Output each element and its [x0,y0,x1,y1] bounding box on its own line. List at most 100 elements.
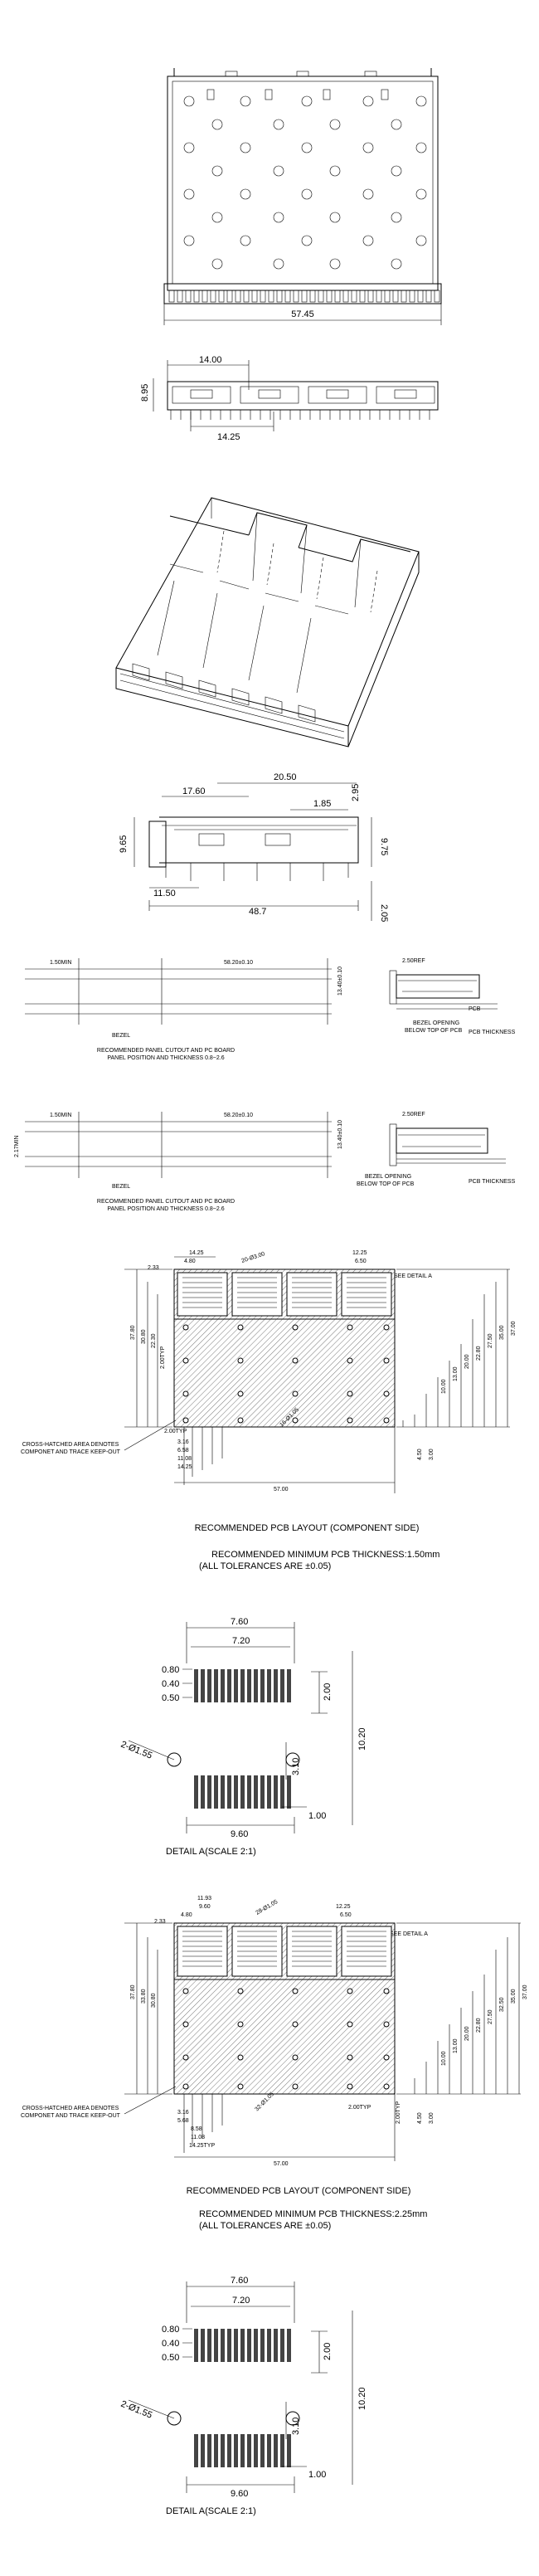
comb-tooth [202,290,208,303]
pcb-hole [292,2054,299,2061]
d2-pads-bottom [194,2434,291,2467]
pcb-hole [237,1324,244,1331]
l1-bot-11-08: 11.08 [177,1456,192,1462]
smt-pad [247,1669,251,1702]
smt-pad [240,1775,245,1809]
l2-bot-3-16: 3.16 [177,2110,189,2116]
dim-20-50: 20.50 [274,772,297,782]
pcb-hole [237,2054,244,2061]
comb-tooth [293,290,299,303]
smt-pad [194,2434,198,2467]
comb-tooth [168,290,175,303]
vent-hole [273,165,284,177]
l1-typ-1: 2.00TYP [160,1346,166,1369]
pcb-hole [347,1357,353,1364]
comb-tooth [342,290,349,303]
smt-pad [214,1669,218,1702]
l1-right-22-8: 22.80 [476,1346,482,1361]
smt-pad [227,1775,231,1809]
smt-pad [274,2434,278,2467]
vent-hole [415,188,427,200]
l1-holes [182,1324,390,1424]
d1-10-20: 10.20 [357,1727,367,1751]
l2-left-30-80: 30.80 [151,1993,157,2008]
smt-pad [287,1775,291,1809]
l2-right-22-8: 22.80 [476,2018,482,2033]
l1-right-13: 13.00 [453,1366,459,1381]
port-slot [172,386,231,404]
comb-tooth [351,290,357,303]
dim-pitch-bottom: 14.25 [217,432,240,442]
l2-bot-11-08: 11.08 [191,2135,205,2140]
l1-left-22-30: 22.30 [151,1333,157,1348]
l2-top-6-50: 6.50 [340,1912,352,1918]
vent-hole [329,119,341,130]
smt-pad [254,1669,258,1702]
smt-pad [227,2329,231,2362]
d1-1-00: 1.00 [308,1811,326,1821]
l1-bot-57: 57.00 [274,1487,289,1493]
pcb-hole [383,2054,390,2061]
dim-1-85: 1.85 [313,799,331,809]
dim-1-50-min-2: 1.50MIN [50,1113,71,1118]
l1-bot-14-25: 14.25 [177,1464,192,1470]
dim-58-20: 58.20±0.10 [224,960,253,966]
pcb-hole [383,1988,390,1994]
comb-tooth [434,290,440,303]
pcb-hole [237,1417,244,1424]
l2-right-13: 13.00 [453,2038,459,2053]
panel2-caption-1: RECOMMENDED PANEL CUTOUT AND PC BOARD [97,1199,235,1205]
l2-typ-2: 2.00TYP [396,2101,401,2124]
port-latch [190,389,213,399]
l1-right-3: 3.00 [429,1449,435,1460]
comb-tooth [284,290,291,303]
dim-pitch-top: 14.00 [199,355,222,365]
smt-pad [227,2434,231,2467]
l2-left-37-80: 37.80 [130,1984,136,1999]
pcb-hole [383,1324,390,1331]
pcb-hole [383,2021,390,2028]
smt-pad [207,2434,211,2467]
d1-7-20: 7.20 [232,1636,250,1646]
pcb-hole [383,1417,390,1424]
l1-typ-2: 2.00TYP [164,1429,187,1434]
d2-0-50: 0.50 [162,2353,179,2363]
smt-pad [234,2434,238,2467]
l2-bot-14-25-typ: 14.25TYP [189,2143,215,2149]
bezel-opening-2: BELOW TOP OF PCB [405,1028,463,1034]
panel2-caption-2: PANEL POSITION AND THICKNESS 0.8~2.6 [107,1206,224,1212]
dim-58-20-2: 58.20±0.10 [224,1113,253,1118]
isometric-view [115,497,420,747]
detail-a-2: 7.60 7.20 0.80 0.40 0.50 2-Ø1.55 2.00 10… [119,2276,367,2516]
smt-pad [260,1775,265,1809]
l1-keepout-2: COMPONET AND TRACE KEEP-OUT [21,1449,121,1455]
l2-see-detail: SEE DETAIL A [390,1931,428,1937]
pcb-hole [347,1988,353,1994]
vent-slot [265,89,273,100]
smt-pad [260,2329,265,2362]
bezel-opening2-2: BELOW TOP OF PCB [357,1181,415,1187]
pcb-thickness-label: PCB THICKNESS [469,1030,516,1035]
pcb-hole [182,2083,189,2090]
pcb-hole [292,1417,299,1424]
l1-right-27-5: 27.50 [488,1333,493,1348]
detail-a-1: 7.60 7.20 0.80 0.40 0.50 2-Ø1.55 2.00 10… [119,1617,367,1857]
pcb-hole [182,1390,189,1397]
l2-keepout-1: CROSS-HATCHED AREA DENOTES [22,2106,119,2111]
d1-0-50: 0.50 [162,1693,179,1703]
l2-typ-1: 2.00TYP [348,2105,371,2111]
d2-7-20: 7.20 [232,2296,250,2306]
port-slot [240,386,299,404]
pcb-label: PCB [469,1006,481,1012]
comb-tooth [226,290,233,303]
smt-pad [214,1775,218,1809]
smt-pad [221,2434,225,2467]
side2-2-50-ref: 2.50REF [402,1112,425,1118]
smt-pad [201,1669,205,1702]
d2-holes-label: 2-Ø1.55 [119,2399,153,2421]
pcb-hole [182,2054,189,2061]
pcb-hole [182,1988,189,1994]
smt-pad [240,1669,245,1702]
